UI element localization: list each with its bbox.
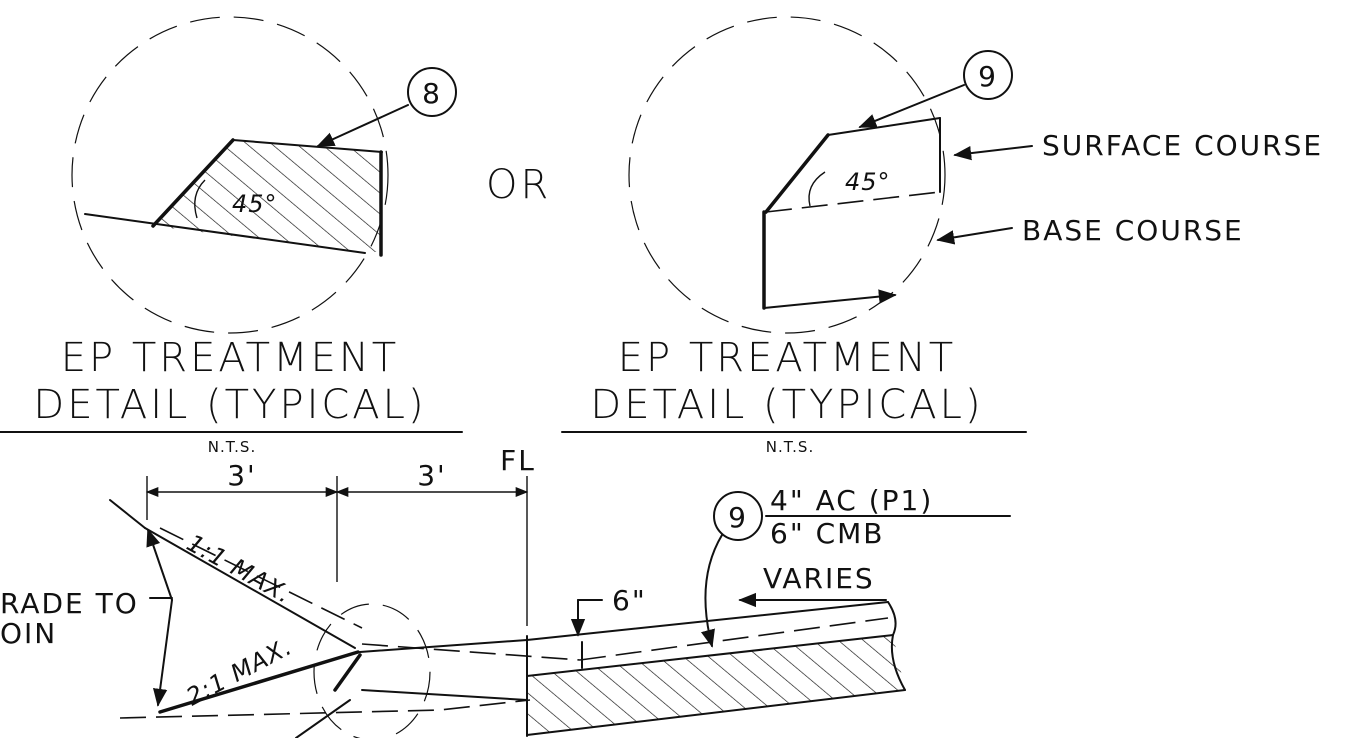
- section-bevel-leader: [295, 699, 351, 738]
- detail-right-angle-arc: [808, 171, 826, 207]
- detail-right-angle-label: 45°: [845, 168, 891, 196]
- detail-left-base-line: [84, 213, 366, 254]
- detail-left-leader: [316, 104, 409, 147]
- detail-left-scale: N.T.S.: [208, 438, 256, 456]
- detail-right-circle: [628, 16, 946, 334]
- flowline-label: FL: [500, 444, 536, 477]
- detail-left-callout-number: 8: [422, 77, 442, 110]
- depth-label: 6": [612, 584, 647, 617]
- section-joint-top: [359, 639, 528, 653]
- cross-section: 3' 3' FL 1:1 MAX. 2:1 MAX. RADE TO OIN: [0, 444, 1011, 738]
- detail-right-bottom-edge: [763, 289, 897, 309]
- section-callout-number: 9: [728, 501, 748, 534]
- detail-right-bevel-edge: [764, 133, 830, 214]
- detail-left-callout-circle: [407, 67, 457, 117]
- section-callout-circle: [713, 491, 763, 541]
- pavement-bottom: [526, 689, 906, 736]
- detail-left-title-line2[interactable]: DETAIL (TYPICAL): [33, 382, 426, 428]
- detail-left-top-edge: [232, 139, 383, 153]
- detail-right-callout-number: 9: [978, 60, 998, 93]
- surface-course-label: SURFACE COURSE: [1042, 129, 1323, 162]
- dim-left-label: 3': [227, 459, 257, 492]
- slope-top-line: [109, 499, 146, 529]
- detail-right-course-joint: [765, 191, 941, 213]
- grade-arrow-up: [146, 528, 173, 601]
- existing-ground-dashed: [119, 699, 531, 719]
- detail-right-scale: N.T.S.: [766, 438, 814, 456]
- section-callout-leader: [700, 534, 723, 648]
- pavement-mid: [526, 634, 894, 677]
- slope-top-dashed: [159, 527, 363, 629]
- detail-right: 45° 9 SURFACE COURSE BASE COURSE EP TREA…: [561, 16, 1323, 456]
- slope-top-thick: [144, 527, 356, 649]
- section-bevel-edge: [333, 653, 362, 692]
- detail-right-title-line1[interactable]: EP TREATMENT: [618, 335, 956, 381]
- surface-course-leader: [953, 145, 1033, 161]
- grade-arrow-down: [153, 599, 173, 707]
- pavement-dashed-left: [361, 643, 581, 661]
- detail-right-leader: [858, 84, 965, 128]
- detail-left-angle-label: 45°: [232, 190, 278, 218]
- or-separator: OR: [486, 162, 551, 208]
- grade-note-line1: RADE TO: [0, 587, 139, 620]
- pavement-dashed: [579, 617, 889, 661]
- detail-left-title-line1[interactable]: EP TREATMENT: [61, 335, 399, 381]
- slope-bottom-label: 2:1 MAX.: [182, 632, 297, 711]
- detail-left: 45° 8 EP TREATMENT DETAIL (TYPICAL) N.T.…: [0, 16, 463, 456]
- detail-left-bevel-edge: [151, 138, 235, 228]
- section-detail-marker: [313, 603, 431, 738]
- pavement-top-label: 4" AC (P1): [770, 484, 933, 517]
- detail-right-callout-circle: [963, 50, 1013, 100]
- base-course-hatched: [527, 635, 905, 735]
- dim-right-label: 3': [417, 459, 447, 492]
- detail-right-title-line2[interactable]: DETAIL (TYPICAL): [590, 382, 983, 428]
- grade-note-line2: OIN: [0, 617, 57, 650]
- base-course-leader: [936, 227, 1013, 245]
- detail-right-top-edge: [827, 117, 941, 136]
- width-label: VARIES: [763, 562, 875, 595]
- pavement-break-line: [887, 601, 906, 691]
- section-joint-mid: [361, 689, 528, 701]
- slope-top-label: 1:1 MAX.: [182, 529, 297, 609]
- detail-left-angle-arc: [194, 179, 206, 219]
- detail-left-circle: [71, 16, 389, 334]
- slope-bottom-thick: [158, 650, 360, 714]
- base-course-label: BASE COURSE: [1022, 214, 1244, 247]
- detail-left-hatched-section: [153, 140, 382, 252]
- pavement-bottom-label: 6" CMB: [770, 517, 885, 550]
